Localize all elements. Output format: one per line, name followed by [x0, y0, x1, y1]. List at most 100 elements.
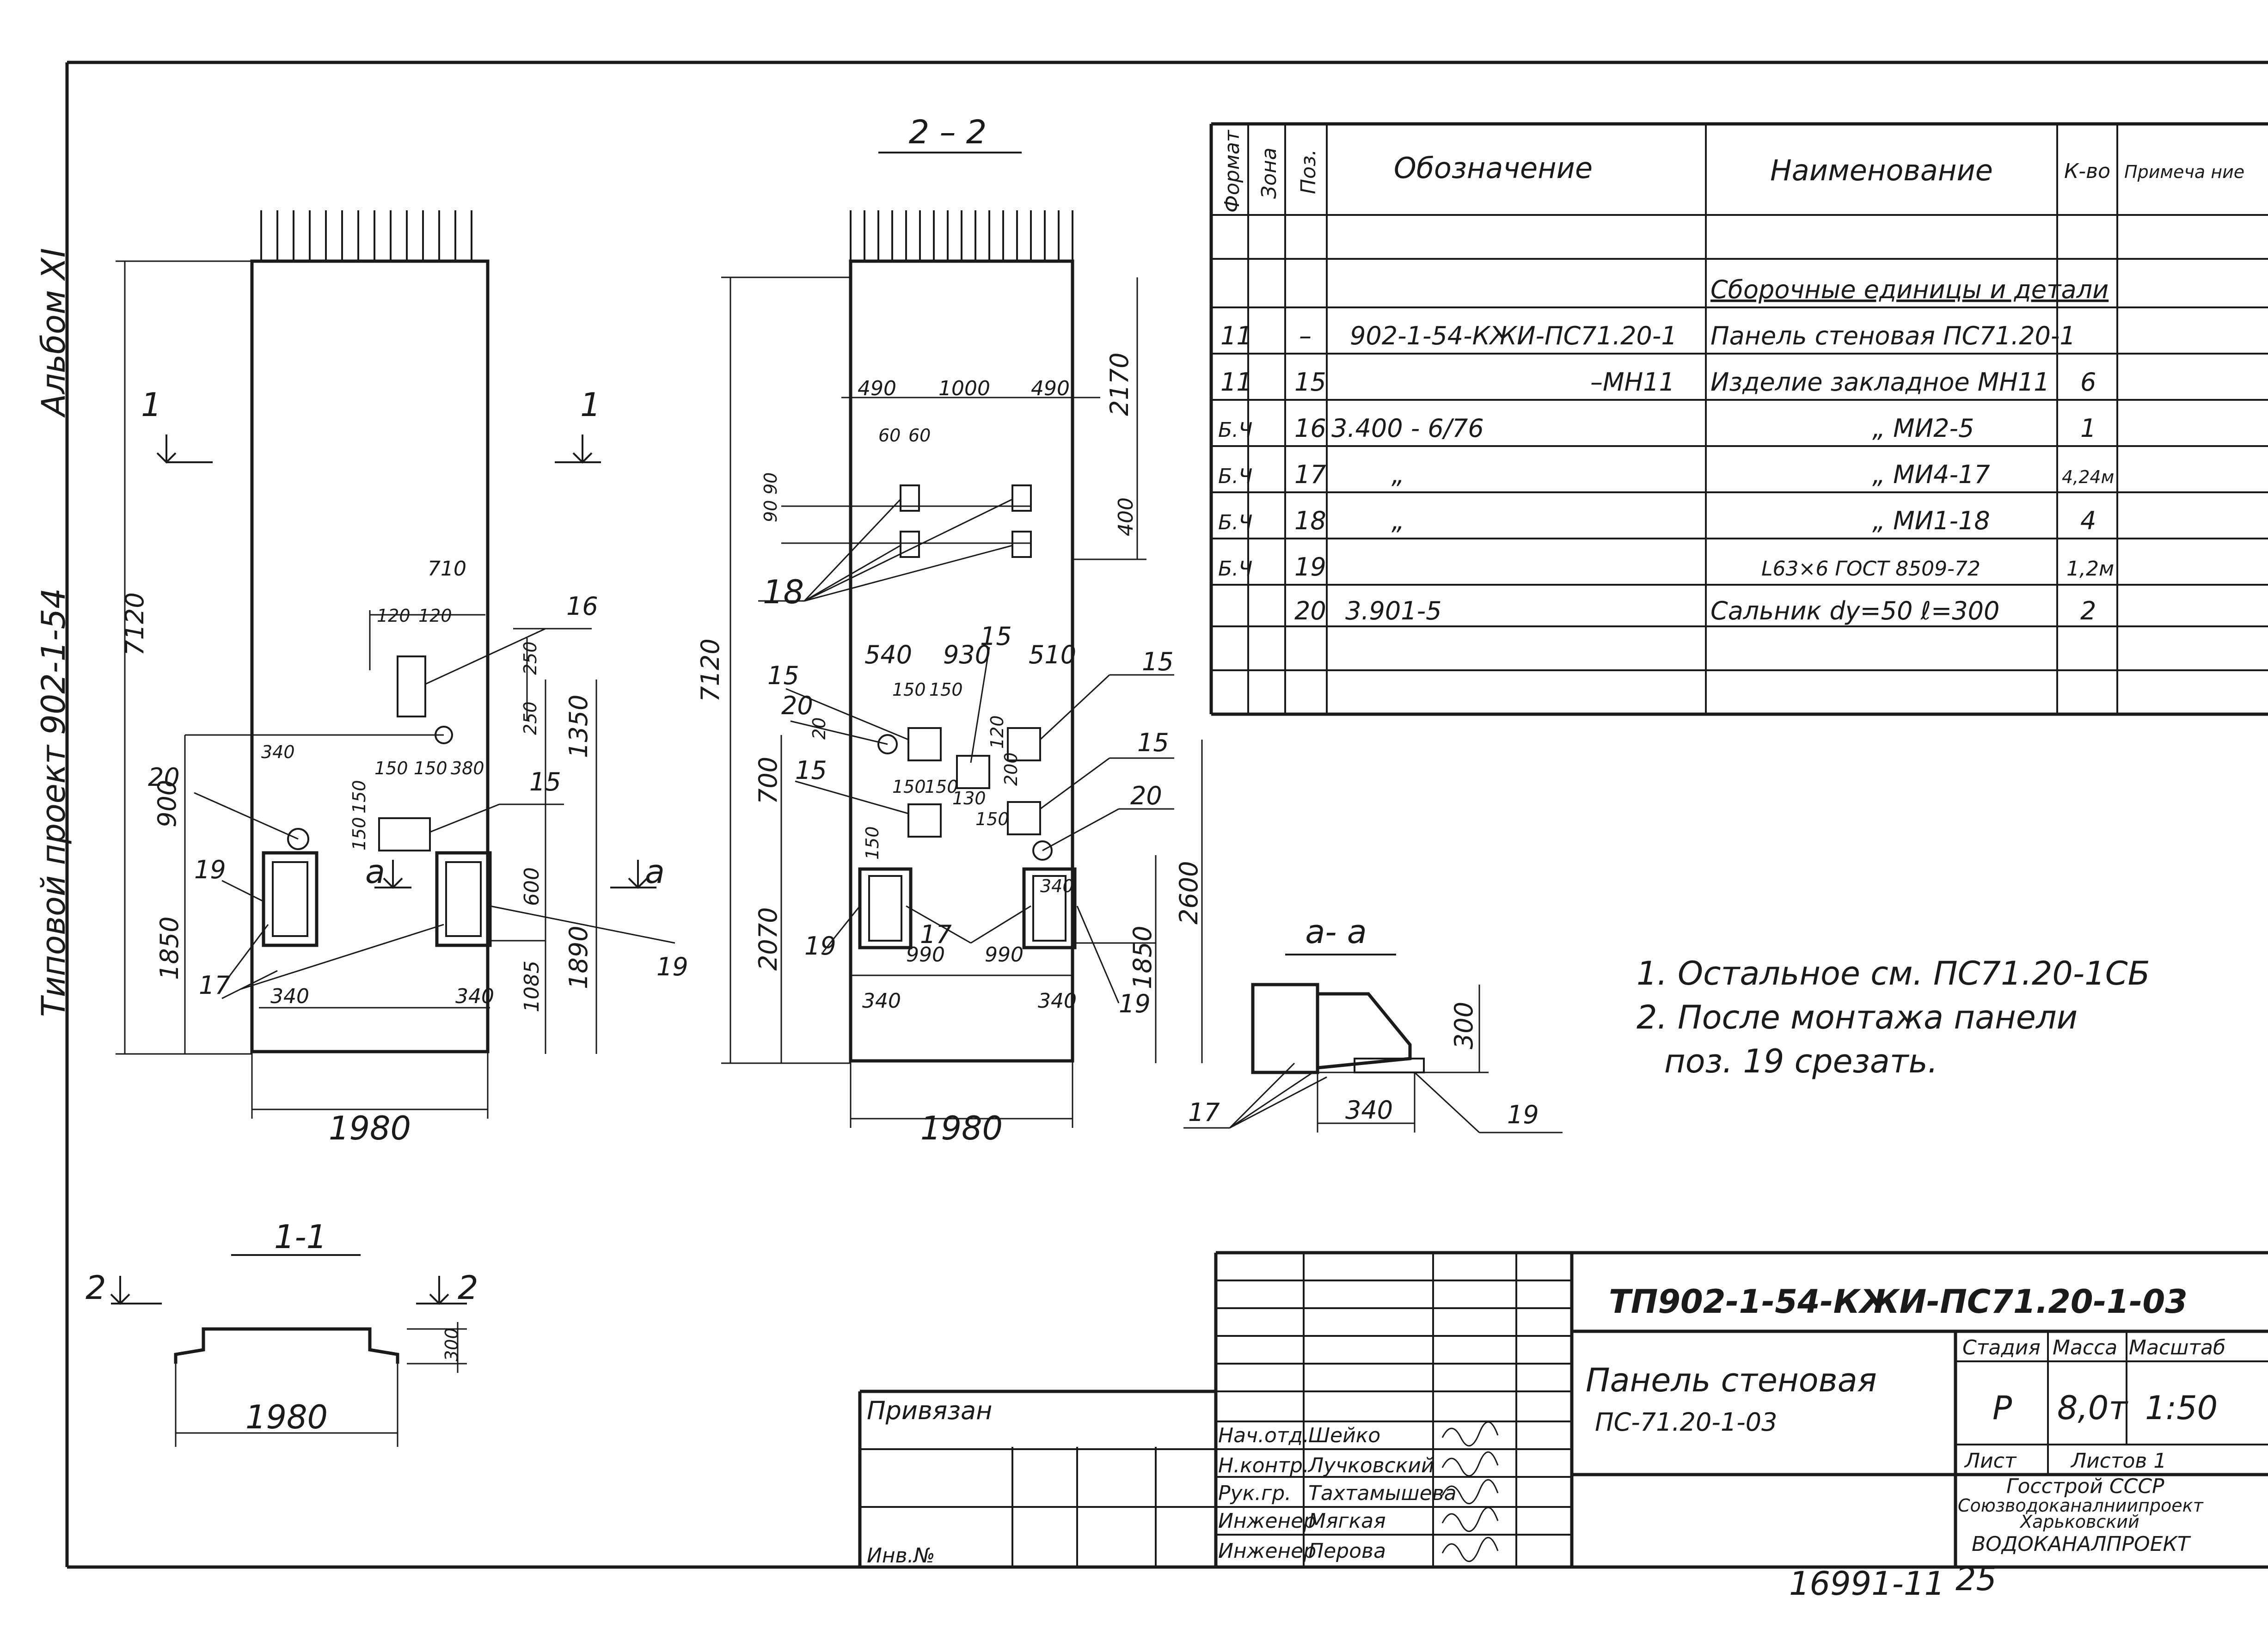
svg-text:Союзводоканалниипроект: Союзводоканалниипроект — [1958, 1495, 2204, 1516]
svg-text:15: 15 — [980, 622, 1012, 651]
svg-text:20: 20 — [1130, 781, 1162, 810]
svg-text:3.901-5: 3.901-5 — [1345, 596, 1441, 625]
svg-text:Масса: Масса — [2053, 1336, 2117, 1359]
svg-text:19: 19 — [1119, 989, 1151, 1018]
left-elevation: 7120 1980 710 120 120 250 250 340 150 15… — [116, 210, 688, 1147]
svg-text:60: 60 — [878, 425, 901, 446]
svg-text:200: 200 — [1001, 752, 1021, 786]
svg-text:7120: 7120 — [696, 638, 725, 702]
svg-text:Лист: Лист — [1964, 1449, 2017, 1473]
svg-text:1980: 1980 — [329, 1109, 411, 1147]
svg-text:150: 150 — [349, 780, 369, 814]
svg-text:а: а — [365, 853, 385, 891]
svg-text:15: 15 — [1294, 367, 1326, 397]
svg-text:Листов 1: Листов 1 — [2070, 1449, 2166, 1473]
svg-text:а: а — [645, 853, 665, 891]
svg-text:19: 19 — [1294, 552, 1326, 582]
rebar-outlets-mid — [850, 210, 1073, 261]
signature-row: Нач.отд. Шейко — [1218, 1424, 1380, 1447]
notes: 1. Остальное см. ПС71.20-1СБ 2. После мо… — [1637, 955, 2150, 1080]
svg-text:Мягкая: Мягкая — [1308, 1509, 1386, 1533]
svg-text:19: 19 — [194, 855, 226, 884]
svg-text:150: 150 — [414, 758, 447, 778]
svg-text:2600: 2600 — [1174, 861, 1203, 925]
svg-text:150: 150 — [925, 777, 958, 797]
svg-text:700: 700 — [754, 757, 783, 804]
svg-text:–: – — [1299, 321, 1312, 350]
svg-text:Сальник dу=50 ℓ=300: Сальник dу=50 ℓ=300 — [1710, 596, 1999, 625]
svg-text:900: 900 — [153, 780, 182, 827]
svg-text:15: 15 — [1142, 647, 1174, 676]
svg-text:90: 90 — [760, 500, 781, 522]
svg-text:Рук.гр.: Рук.гр. — [1218, 1482, 1291, 1505]
svg-text:Госстрой СССР: Госстрой СССР — [2006, 1475, 2164, 1498]
signature-row: Инженер Мягкая — [1218, 1509, 1386, 1533]
svg-text:L63×6 ГОСТ 8509-72: L63×6 ГОСТ 8509-72 — [1761, 557, 1980, 581]
embed-18-a — [900, 484, 920, 512]
svg-text:16: 16 — [566, 592, 598, 621]
svg-text:ВОДОКАНАЛПРОЕКТ: ВОДОКАНАЛПРОЕКТ — [1972, 1532, 2191, 1556]
signature-row: Рук.гр. Тахтамышева — [1218, 1482, 1457, 1505]
svg-text:6: 6 — [2080, 367, 2096, 397]
svg-text:130: 130 — [952, 788, 986, 808]
svg-text:340: 340 — [261, 742, 295, 762]
section-2-2: 2 – 2 — [696, 113, 1203, 1147]
svg-text:1: 1 — [580, 386, 601, 424]
svg-text:510: 510 — [1029, 640, 1076, 669]
opening-19-mid-a — [858, 867, 913, 949]
panel-outline-left — [250, 259, 490, 1053]
spec-row: 20 3.901-5 Сальник dу=50 ℓ=300 2 — [1294, 596, 2096, 625]
opening-19-left-b — [435, 851, 492, 947]
svg-text:„ МИ2-5: „ МИ2-5 — [1872, 414, 1974, 443]
svg-text:60: 60 — [908, 425, 931, 446]
svg-text:600: 600 — [520, 867, 544, 906]
embed-15-mid-c — [956, 755, 990, 789]
sleeve-20-left — [287, 828, 309, 850]
page-number: 25 — [1955, 1560, 1997, 1598]
svg-text:Привязан: Привязан — [867, 1396, 992, 1425]
svg-text:1: 1 — [2080, 414, 2096, 443]
svg-text:Стадия: Стадия — [1962, 1336, 2041, 1359]
svg-text:поз. 19 срезать.: поз. 19 срезать. — [1664, 1042, 1938, 1080]
svg-text:„ МИ1-18: „ МИ1-18 — [1872, 506, 1990, 535]
svg-text:20: 20 — [148, 763, 180, 792]
svg-text:Б.Ч: Б.Ч — [1218, 511, 1252, 534]
svg-text:2: 2 — [86, 1269, 106, 1307]
signature-row: Н.контр. Лучковский — [1218, 1454, 1434, 1477]
svg-text:150: 150 — [892, 777, 926, 797]
opening-19-left-a — [262, 851, 319, 947]
svg-text:490: 490 — [1031, 377, 1070, 400]
svg-text:Изделие закладное МН11: Изделие закладное МН11 — [1710, 367, 2050, 397]
svg-text:18: 18 — [1294, 506, 1326, 535]
svg-text:15: 15 — [795, 756, 827, 785]
svg-text:930: 930 — [943, 640, 991, 669]
embed-15-mid-e — [907, 803, 942, 838]
svg-text:Б.Ч: Б.Ч — [1218, 557, 1252, 581]
title-block: ТП902-1-54-КЖИ-ПС71.20-1-03 Панель стено… — [858, 1251, 2268, 1568]
svg-text:Б.Ч: Б.Ч — [1218, 465, 1252, 488]
svg-text:250: 250 — [520, 701, 540, 735]
svg-text:120: 120 — [987, 715, 1007, 749]
svg-text:15: 15 — [529, 767, 561, 796]
embed-15-mid-b — [1007, 727, 1041, 761]
svg-text:380: 380 — [451, 758, 484, 778]
svg-text:Формат: Формат — [1220, 129, 1244, 213]
embed-15-mid-a — [907, 727, 942, 761]
svg-text:Панель стеновая: Панель стеновая — [1586, 1361, 1877, 1399]
svg-text:710: 710 — [428, 557, 466, 581]
svg-text:1:50: 1:50 — [2145, 1389, 2218, 1427]
svg-text:16: 16 — [1294, 414, 1326, 443]
svg-text:990: 990 — [906, 943, 945, 967]
svg-text:17: 17 — [920, 920, 952, 949]
svg-text:15: 15 — [767, 661, 799, 690]
svg-text:17: 17 — [199, 971, 231, 1000]
svg-text:540: 540 — [864, 640, 912, 669]
section-a-a: а- а 300 340 17 19 — [1183, 913, 1563, 1133]
svg-text:8,0т: 8,0т — [2057, 1389, 2128, 1427]
svg-text:1,2м: 1,2м — [2066, 557, 2114, 581]
svg-text:7120: 7120 — [120, 592, 149, 655]
svg-text:Лучковский: Лучковский — [1307, 1454, 1434, 1477]
svg-text:490: 490 — [858, 377, 896, 400]
svg-text:150: 150 — [862, 826, 883, 860]
